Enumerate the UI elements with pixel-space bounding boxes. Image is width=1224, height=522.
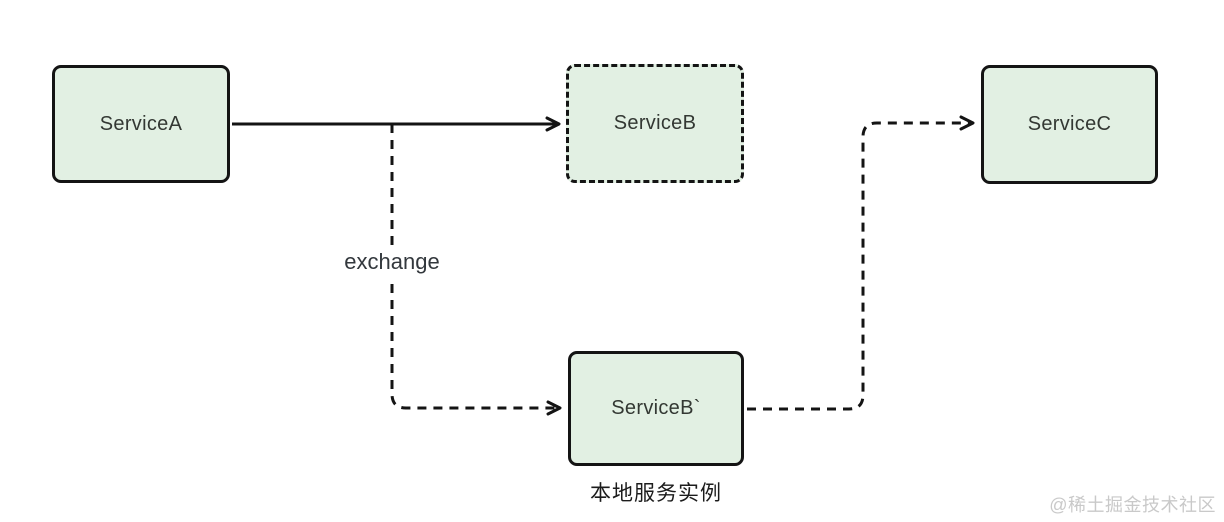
- edge-label-exchange: exchange: [336, 247, 448, 277]
- node-serviceA: ServiceA: [52, 65, 230, 183]
- node-serviceB-local-label: ServiceB`: [611, 397, 701, 419]
- node-serviceC-label: ServiceC: [1027, 113, 1112, 135]
- node-serviceA-label: ServiceA: [99, 112, 183, 135]
- node-serviceB-label: ServiceB: [613, 112, 697, 134]
- edge-serviceB-local-to-serviceC: [747, 115, 975, 411]
- caption-local-service-instance: 本地服务实例: [590, 482, 722, 505]
- node-serviceC: ServiceC: [981, 65, 1158, 184]
- node-serviceB-local: ServiceB`: [568, 351, 744, 466]
- watermark-juejin: @稀土掘金技术社区: [1049, 495, 1216, 515]
- node-serviceB: ServiceB: [566, 64, 744, 183]
